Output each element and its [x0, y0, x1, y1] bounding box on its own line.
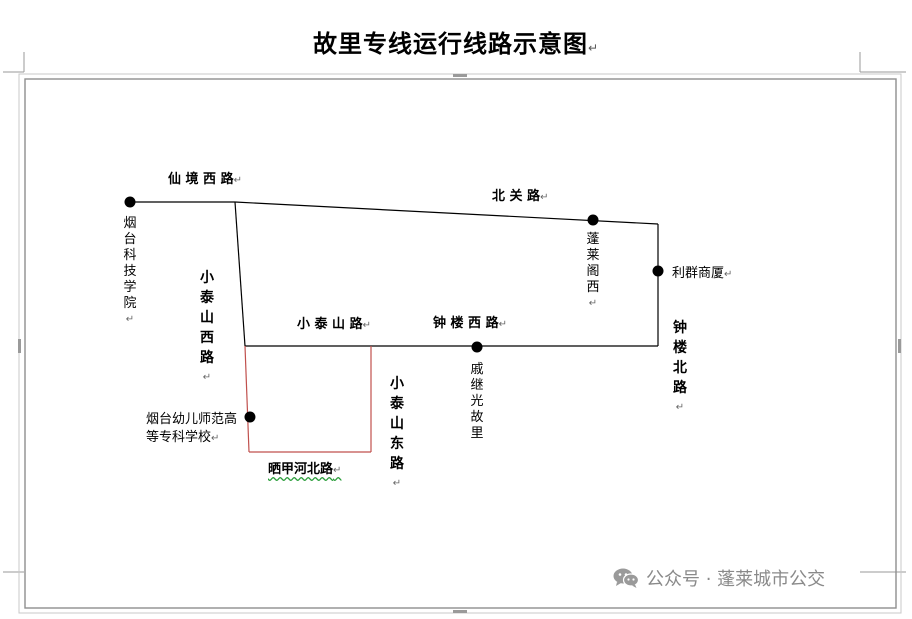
road-label-zhonglou-west: 钟 楼 西 路↵ — [433, 316, 507, 331]
station-label-penglai-ge-west: 蓬莱阁西↵ — [586, 232, 600, 309]
route-lines — [130, 201, 659, 347]
route-red-west — [244, 345, 250, 453]
station-dot-penglai-ge-west — [587, 214, 599, 226]
route-lines-red — [244, 345, 372, 453]
route-beiguan — [234, 201, 659, 225]
station-label-yantai-tech: 烟台科技学院↵ — [123, 216, 137, 325]
station-dot-liqun — [652, 265, 664, 277]
road-label-xiaotaishan-east: 小泰山东路↵ — [390, 376, 404, 489]
wechat-icon — [613, 568, 640, 588]
road-label-beiguan: 北 关 路↵ — [492, 189, 549, 204]
station-label-liqun: 利群商厦↵ — [672, 266, 733, 281]
watermark: 公众号 · 蓬莱城市公交 — [612, 566, 825, 590]
road-label-zhonglou-north: 钟楼北路↵ — [673, 320, 687, 413]
station-dot-qijiguang — [471, 341, 483, 353]
station-dot-preschool — [244, 411, 256, 423]
station-label-preschool-line1: 烟台幼儿师范高 — [146, 412, 238, 427]
station-dot-yantai-tech — [124, 196, 136, 208]
paragraph-mark: ↵ — [587, 41, 600, 55]
margin-marks — [3, 52, 906, 573]
station-dots — [124, 196, 664, 423]
watermark-text: 公众号 · 蓬莱城市公交 — [646, 569, 826, 590]
drawing-canvas-frame — [18, 73, 902, 614]
road-label-shaijiahe-north: 晒甲河北路↵ — [268, 462, 342, 477]
road-label-xiaotaishan: 小 泰 山 路↵ — [297, 317, 371, 332]
title-text: 故里专线运行线路示意图 — [312, 30, 588, 58]
route-xiaotaishan-west — [234, 201, 246, 347]
road-label-xianjing-west: 仙 境 西 路↵ — [168, 172, 242, 187]
page-title: 故里专线运行线路示意图↵ — [0, 24, 912, 59]
road-label-xiaotaishan-west: 小泰山西路↵ — [200, 270, 214, 383]
station-label-preschool-line2: 等专科学校↵ — [146, 430, 220, 445]
station-label-qijiguang: 戚继光故里 — [470, 362, 484, 441]
canvas-handles — [18, 74, 901, 613]
